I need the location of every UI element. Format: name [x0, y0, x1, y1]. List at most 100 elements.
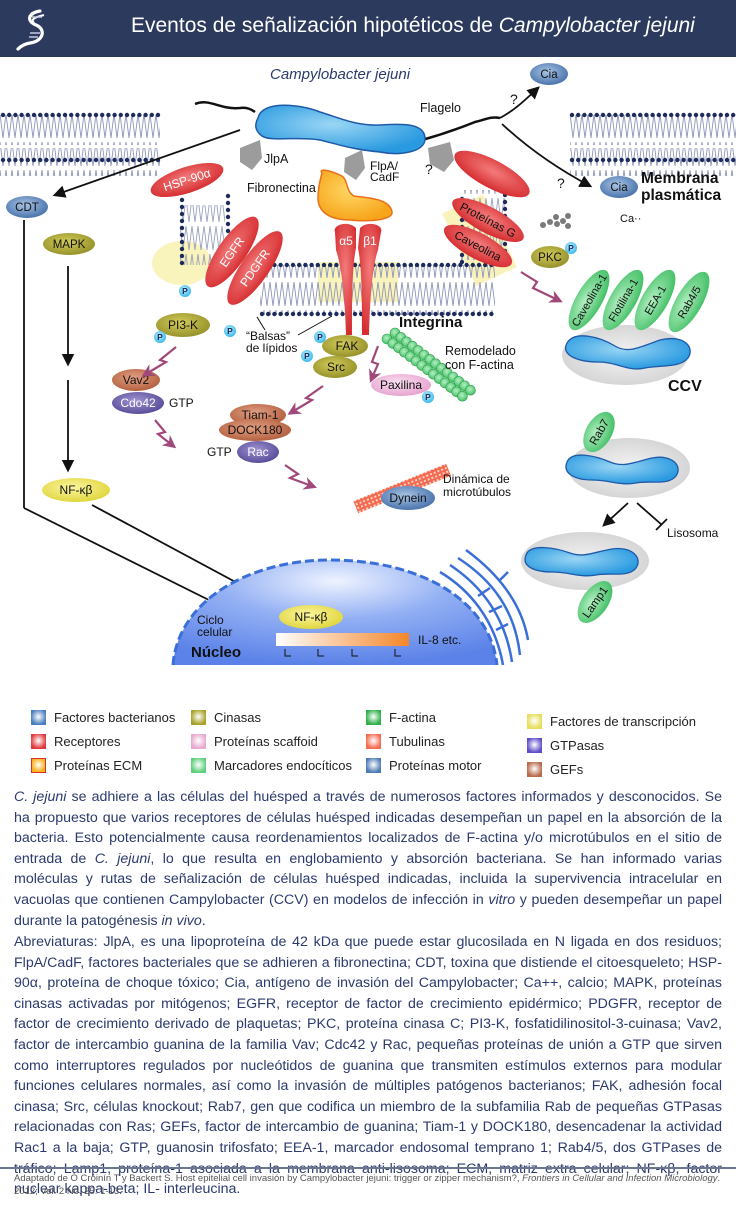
il8-label: IL-8 etc. [418, 633, 461, 647]
svg-text:P: P [227, 326, 233, 336]
svg-text:P: P [157, 332, 163, 342]
citation: Adaptado de Ó Cróinín T y Backert S. Hos… [14, 1173, 721, 1197]
legend-swatch [366, 758, 381, 773]
jlpa-label: JlpA [264, 152, 289, 166]
svg-text:β1: β1 [363, 234, 377, 248]
abbreviations-paragraph: Abreviaturas: JlpA, es una lipoproteína … [14, 934, 722, 1198]
legend-item-factin: F-actina [366, 710, 436, 725]
fibronectin [317, 169, 393, 222]
mapk-kinase: MAPK [43, 233, 95, 255]
il8-gene-bar [276, 633, 409, 646]
svg-text:Cdo42: Cdo42 [120, 396, 156, 410]
svg-text:Src: Src [327, 360, 345, 374]
legend-item-endocytic: Marcadores endocíticos [191, 758, 352, 773]
ccv-label: CCV [668, 378, 702, 395]
svg-text:Rac: Rac [247, 445, 268, 459]
svg-text:Vav2: Vav2 [123, 373, 150, 387]
question-cia-membrane: ? [557, 175, 565, 191]
legend-item-bacterial: Factores bacterianos [31, 710, 175, 725]
svg-text:Paxilina: Paxilina [380, 378, 422, 392]
svg-text:P: P [317, 332, 323, 342]
unknown-receptor [454, 150, 530, 198]
cdt-factor: CDT [6, 196, 48, 218]
legend-item-gtpases: GTPasas [527, 738, 604, 753]
raft-pointer-right [297, 315, 333, 336]
svg-text:P: P [182, 286, 188, 296]
svg-text:PI3-K: PI3-K [168, 318, 198, 332]
ciclo-label-1: Ciclo [197, 613, 224, 627]
remodelado-label-1: Remodelado [445, 344, 516, 358]
legend-swatch [31, 710, 46, 725]
svg-text:CDT: CDT [15, 202, 39, 214]
svg-text:P: P [568, 243, 574, 253]
question-cia-top: ? [510, 91, 518, 107]
dynein-motor: Dynein [381, 486, 435, 510]
svg-text:Dynein: Dynein [389, 491, 426, 505]
signaling-diagram: Campylobacter jejuni Flagelo JlpA FlpA/ … [0, 63, 736, 666]
legend-swatch [527, 762, 542, 777]
svg-text:α5: α5 [339, 234, 353, 248]
endoplasmic-reticulum [439, 548, 530, 666]
plasma-membrane [0, 112, 736, 317]
lysosome-inhibit-line [636, 502, 663, 526]
gtp-label-rac: GTP [207, 445, 232, 459]
svg-text:P: P [425, 392, 431, 402]
raft-pointer-left [256, 316, 266, 331]
arrow-to-lamp1-vacuole [602, 502, 629, 527]
legend-item-transcription: Factores de transcripción [527, 714, 696, 729]
legend-item-receptors: Receptores [31, 734, 120, 749]
bacterium-label: Campylobacter jejuni [270, 66, 411, 83]
nfkb-to-nucleus-arrow [91, 504, 259, 595]
remodelado-label-2: con F-actina [445, 358, 514, 372]
f-actin-filament [381, 327, 476, 402]
legend-item-gefs: GEFs [527, 762, 583, 777]
arrow-to-cdt [52, 129, 241, 198]
legend-swatch [191, 710, 206, 725]
legend-item-kinases: Cinasas [191, 710, 261, 725]
cia-membrane: Cia [600, 176, 638, 198]
pkc-kinase: PKC [531, 246, 569, 268]
legend-swatch [191, 734, 206, 749]
lisosoma-label: Lisosoma [667, 526, 719, 540]
legend-item-motor: Proteínas motor [366, 758, 482, 773]
rab7-marker: Rab7 [583, 411, 615, 453]
src-kinase: Src [313, 356, 357, 378]
adhesin-jlpa [240, 140, 262, 170]
legend-swatch [31, 734, 46, 749]
cdc42-gtpase: Cdo42 [112, 392, 164, 414]
legend-item-scaffold: Proteínas scaffoid [191, 734, 318, 749]
pi3k-kinase: PI3-K [156, 313, 210, 337]
svg-text:MAPK: MAPK [53, 239, 86, 251]
dinamica-label-2: microtúbulos [443, 485, 511, 499]
title-species: Campylobacter jejuni [498, 14, 695, 37]
flagellum-left [194, 101, 256, 114]
cadf-label: CadF [370, 170, 399, 184]
transcription-start-icons [284, 649, 401, 657]
integrin: α5 β1 [334, 223, 382, 335]
legend-swatch [31, 758, 46, 773]
vav2-gef: Vav2 [112, 369, 160, 391]
nfkb-cytoplasm: NF-κβ [42, 478, 110, 502]
bacterium [255, 104, 426, 155]
integrina-label: Integrina [399, 314, 463, 331]
calcium-label: Ca·· [620, 213, 641, 225]
fibronectina-label: Fibronectina [247, 181, 316, 195]
calcium-ions [540, 213, 571, 229]
dinamica-label-1: Dinámica de [443, 472, 510, 486]
rab7-bacterium [565, 454, 679, 485]
title-text: Eventos de señalización hipotéticos de [131, 14, 499, 37]
flagelo-label: Flagelo [420, 101, 461, 115]
dock180-gef: DOCK180 [219, 419, 291, 441]
balsas-label-1: “Balsas” [246, 329, 290, 343]
legend-swatch [366, 710, 381, 725]
nuclear-envelope [171, 558, 499, 666]
svg-text:NF-κβ: NF-κβ [295, 610, 328, 624]
nfkb-nucleus: NF-κβ [279, 605, 343, 629]
lysosome-inhibit-bar [655, 518, 668, 531]
page-title: Eventos de señalización hipotéticos de C… [131, 14, 695, 38]
svg-text:Tiam-1: Tiam-1 [242, 408, 279, 422]
cia-top: Cia [530, 63, 568, 85]
arrow-to-cia-membrane [501, 123, 593, 188]
question-adhesin: ? [425, 161, 433, 177]
